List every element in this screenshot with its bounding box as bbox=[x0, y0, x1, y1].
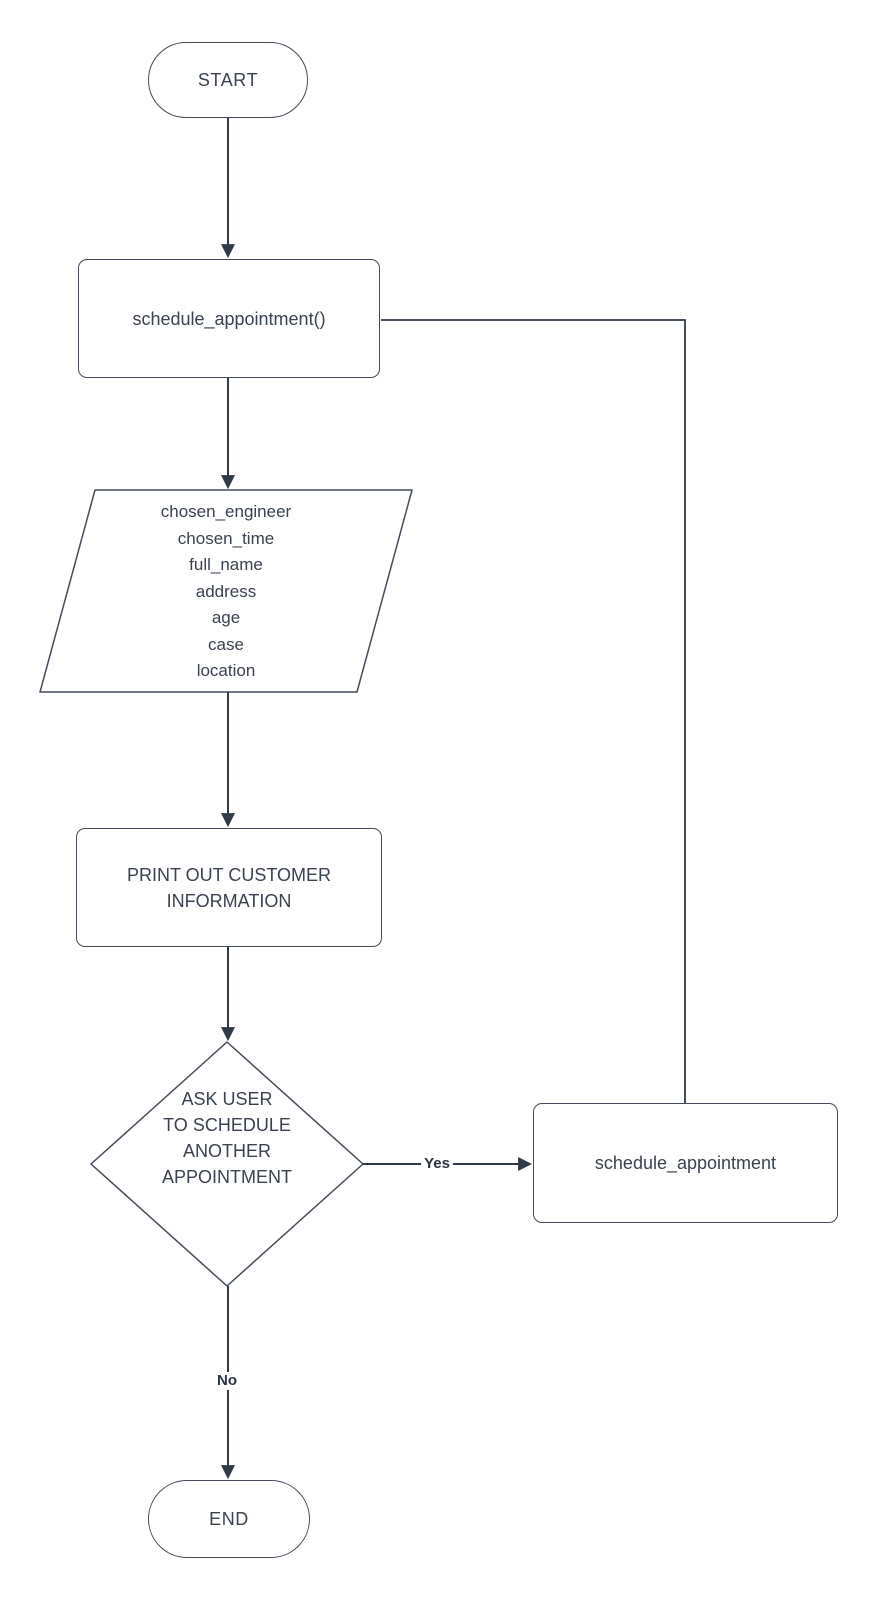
node-schedule-appointment-call-label: schedule_appointment() bbox=[132, 308, 326, 329]
edge-label-no: No bbox=[214, 1372, 240, 1390]
node-print-customer-information: PRINT OUT CUSTOMER INFORMATION bbox=[76, 828, 382, 947]
node-ask-again-decision-label: ASK USER TO SCHEDULE ANOTHER APPOINTMENT bbox=[161, 1089, 292, 1187]
node-end-label: END bbox=[209, 1509, 249, 1529]
node-end-terminator: END bbox=[148, 1480, 310, 1558]
edge-label-yes: Yes bbox=[421, 1155, 453, 1173]
node-schedule-appointment-again: schedule_appointment bbox=[533, 1103, 838, 1223]
node-customer-inputs-label: chosen_engineer chosen_time full_name ad… bbox=[160, 502, 292, 680]
node-print-customer-information-label: PRINT OUT CUSTOMER INFORMATION bbox=[126, 864, 332, 911]
node-schedule-appointment-call: schedule_appointment() bbox=[78, 259, 380, 378]
edge-reschedule-loopback-to-schedule bbox=[381, 319, 686, 1103]
node-start-terminator: START bbox=[148, 42, 308, 118]
node-start-label: START bbox=[197, 70, 259, 90]
node-schedule-appointment-again-label: schedule_appointment bbox=[594, 1153, 777, 1173]
